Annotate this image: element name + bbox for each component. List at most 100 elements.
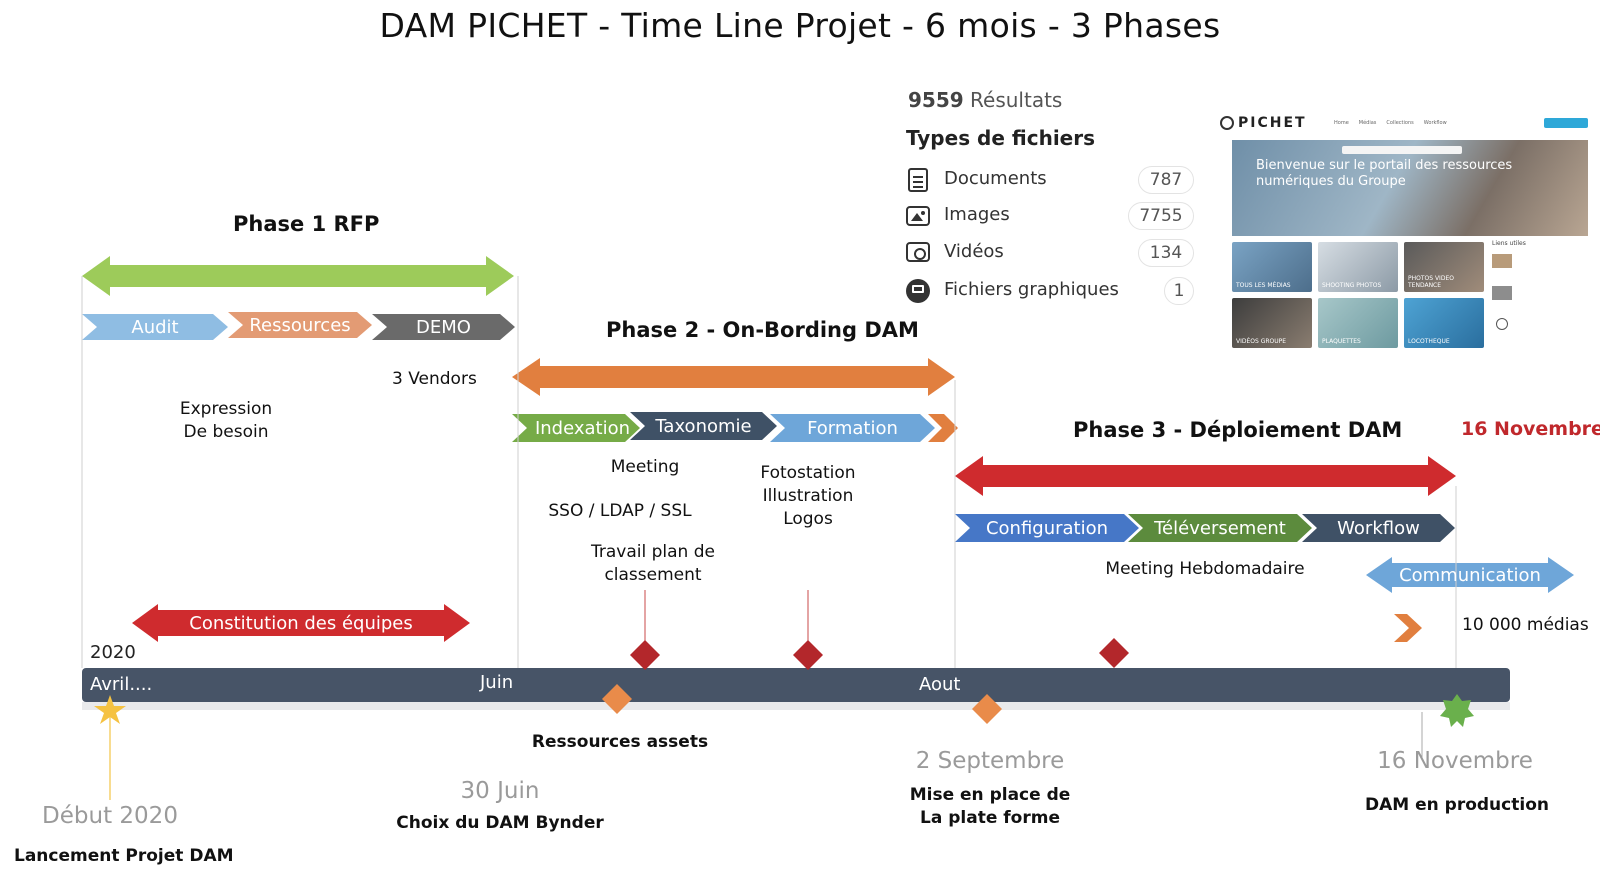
communication-label: Communication: [1399, 564, 1541, 586]
portal-screenshot: PICHET Home Médias Collections Workflow …: [1216, 104, 1592, 364]
portal-tile[interactable]: PLAQUETTES: [1318, 298, 1398, 348]
milestone-diamond-meeting: [630, 640, 660, 670]
tick-avril: Avril....: [90, 674, 153, 695]
chevron-televersement: [1128, 514, 1312, 542]
phase-1-arrow: [82, 256, 514, 296]
chevron-configuration: [955, 514, 1139, 542]
chevron-indexation: [512, 414, 640, 442]
note-meeting: Meeting: [610, 457, 680, 477]
tick-juin: Juin: [480, 672, 514, 693]
portal-side-title: Liens utiles: [1492, 240, 1526, 247]
note-expression: Expression De besoin: [179, 399, 273, 442]
chevron-workflow: [1302, 514, 1455, 542]
step-taxonomie: Taxonomie: [655, 415, 752, 437]
results-summary: 9559 Résultats: [908, 88, 1062, 112]
graphics-file-icon: [906, 279, 930, 303]
pichet-logo-icon: [1220, 116, 1234, 130]
milestone-date-novembre: 16 Novembre: [1377, 748, 1533, 774]
step-formation: Formation: [807, 417, 898, 439]
phase-3-arrow: [955, 456, 1456, 496]
portal-side-thumb[interactable]: [1492, 286, 1512, 300]
phase-2-title: Phase 2 - On-Bording DAM: [606, 318, 919, 342]
note-meeting-hebdo: Meeting Hebdomadaire: [1105, 559, 1305, 579]
portal-tile[interactable]: SHOOTING PHOTOS: [1318, 242, 1398, 292]
timeline-bar: [82, 668, 1510, 702]
portal-tile[interactable]: TOUS LES MÉDIAS: [1232, 242, 1312, 292]
portal-tile[interactable]: LOCOTHEQUE: [1404, 298, 1484, 348]
note-sso: SSO / LDAP / SSL: [548, 501, 692, 521]
portal-nav-item[interactable]: Médias: [1358, 120, 1377, 126]
milestone-date-debut: Début 2020: [42, 803, 178, 829]
portal-tile[interactable]: PHOTOS VIDEO TENDANCE: [1404, 242, 1484, 292]
step-demo: DEMO: [416, 316, 471, 338]
portal-tile[interactable]: VIDÉOS GROUPE: [1232, 298, 1312, 348]
step-televersement: Téléversement: [1154, 517, 1286, 539]
milestone-date-juin: 30 Juin: [460, 778, 540, 804]
portal-hero: Bienvenue sur le portail des ressources …: [1232, 140, 1588, 236]
milestone-burst-icon: [1440, 694, 1474, 727]
milestone-diamond-fotostation: [793, 640, 823, 670]
image-icon: [906, 206, 930, 226]
note-plan-classement: Travail plan de classement: [591, 542, 715, 585]
step-audit: Audit: [131, 316, 179, 338]
file-type-label: Vidéos: [944, 241, 1004, 262]
note-10000-medias: 10 000 médias: [1462, 615, 1589, 635]
document-icon: [908, 168, 928, 192]
milestone-diamond-hebdo: [1099, 638, 1129, 668]
phase-2-arrow: [512, 358, 955, 396]
step-indexation: Indexation: [534, 417, 631, 439]
tick-aout: Aout: [919, 674, 961, 695]
file-types-heading: Types de fichiers: [906, 126, 1096, 150]
phase-3-title: Phase 3 - Déploiement DAM: [1073, 418, 1403, 442]
page-title: DAM PICHET - Time Line Projet - 6 mois -…: [379, 6, 1221, 45]
file-type-count: 787: [1138, 166, 1194, 194]
teams-arrow: [132, 604, 470, 642]
teams-label: Constitution des équipes: [189, 612, 413, 634]
step-workflow: Workflow: [1337, 517, 1420, 539]
note-3-vendors: 3 Vendors: [392, 369, 477, 389]
results-count: 9559: [908, 88, 964, 112]
file-type-count: 7755: [1128, 202, 1194, 230]
milestone-date-septembre: 2 Septembre: [915, 748, 1065, 774]
step-ressources: Ressources: [249, 314, 351, 336]
portal-nav-item[interactable]: Workflow: [1423, 120, 1447, 126]
milestone-label-production: DAM en production: [1365, 795, 1549, 815]
note-fotostation: Fotostation Illustration Logos: [760, 463, 856, 529]
portal-search-input[interactable]: [1342, 146, 1462, 154]
chevron-taxonomie: [630, 412, 777, 440]
portal-nav: Home Médias Collections Workflow: [1334, 120, 1447, 126]
portal-brand: PICHET: [1238, 115, 1307, 131]
chevron-ressources: [228, 312, 372, 338]
file-type-label: Fichiers graphiques: [944, 279, 1119, 300]
file-type-count: 134: [1138, 239, 1194, 267]
milestone-diamond-september: [972, 694, 1002, 724]
file-type-label: Documents: [944, 168, 1047, 189]
chevron-formation-tail: [928, 414, 958, 442]
step-configuration: Configuration: [985, 517, 1109, 539]
portal-nav-item[interactable]: Home: [1334, 120, 1349, 126]
chevron-demo: [372, 314, 515, 340]
chevron-formation: [770, 414, 935, 442]
timeline-year: 2020: [90, 642, 136, 663]
portal-side-logo-icon[interactable]: [1496, 318, 1508, 330]
file-type-label: Images: [944, 204, 1010, 225]
results-label: Résultats: [970, 88, 1063, 112]
milestone-label-ressources: Ressources assets: [531, 732, 709, 752]
portal-welcome: Bienvenue sur le portail des ressources …: [1256, 158, 1513, 189]
milestone-label-plateforme: Mise en place de La plate forme: [909, 785, 1071, 828]
file-type-count: 1: [1164, 277, 1194, 305]
portal-nav-item[interactable]: Collections: [1386, 120, 1414, 126]
communication-arrow: [1366, 557, 1574, 593]
portal-side-thumb[interactable]: [1492, 254, 1512, 268]
portal-upload-button[interactable]: [1544, 118, 1588, 128]
chevron-audit: [82, 314, 228, 340]
milestone-star-icon: [94, 695, 126, 724]
milestone-label-bynder: Choix du DAM Bynder: [396, 813, 604, 833]
deadline-label: 16 Novembre: [1461, 418, 1600, 440]
video-icon: [906, 242, 930, 262]
small-chevron-icon: [1394, 614, 1422, 642]
milestone-label-lancement: Lancement Projet DAM: [14, 846, 234, 866]
milestone-diamond-ressources: [602, 684, 632, 714]
phase-1-title: Phase 1 RFP: [233, 212, 380, 236]
